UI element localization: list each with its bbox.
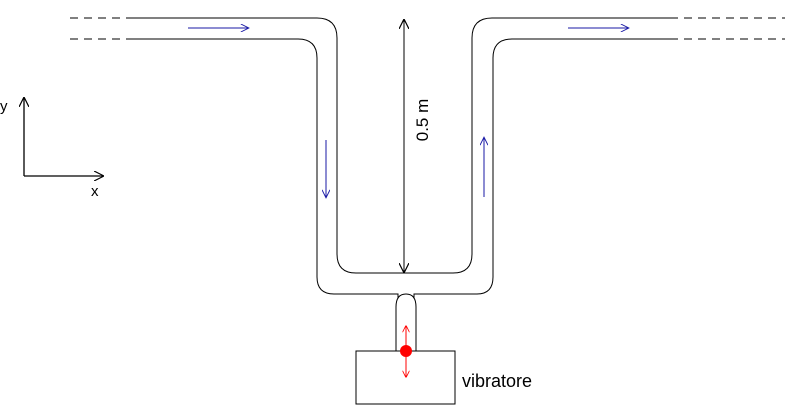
coordinate-axes [24, 98, 103, 176]
pipe-inner-wall [133, 38, 670, 306]
pipe-dashed-ends [70, 17, 785, 40]
flow-arrows [188, 28, 628, 197]
vibration-indicator [400, 326, 412, 377]
axis-x-label: x [91, 183, 99, 200]
pipe-outer-wall [133, 17, 670, 274]
dimension-label: 0.5 m [413, 99, 432, 142]
vibrator-tube [395, 293, 417, 351]
axis-y-label: y [0, 98, 8, 115]
device-label: vibratore [462, 371, 532, 391]
vibration-point [400, 345, 412, 357]
